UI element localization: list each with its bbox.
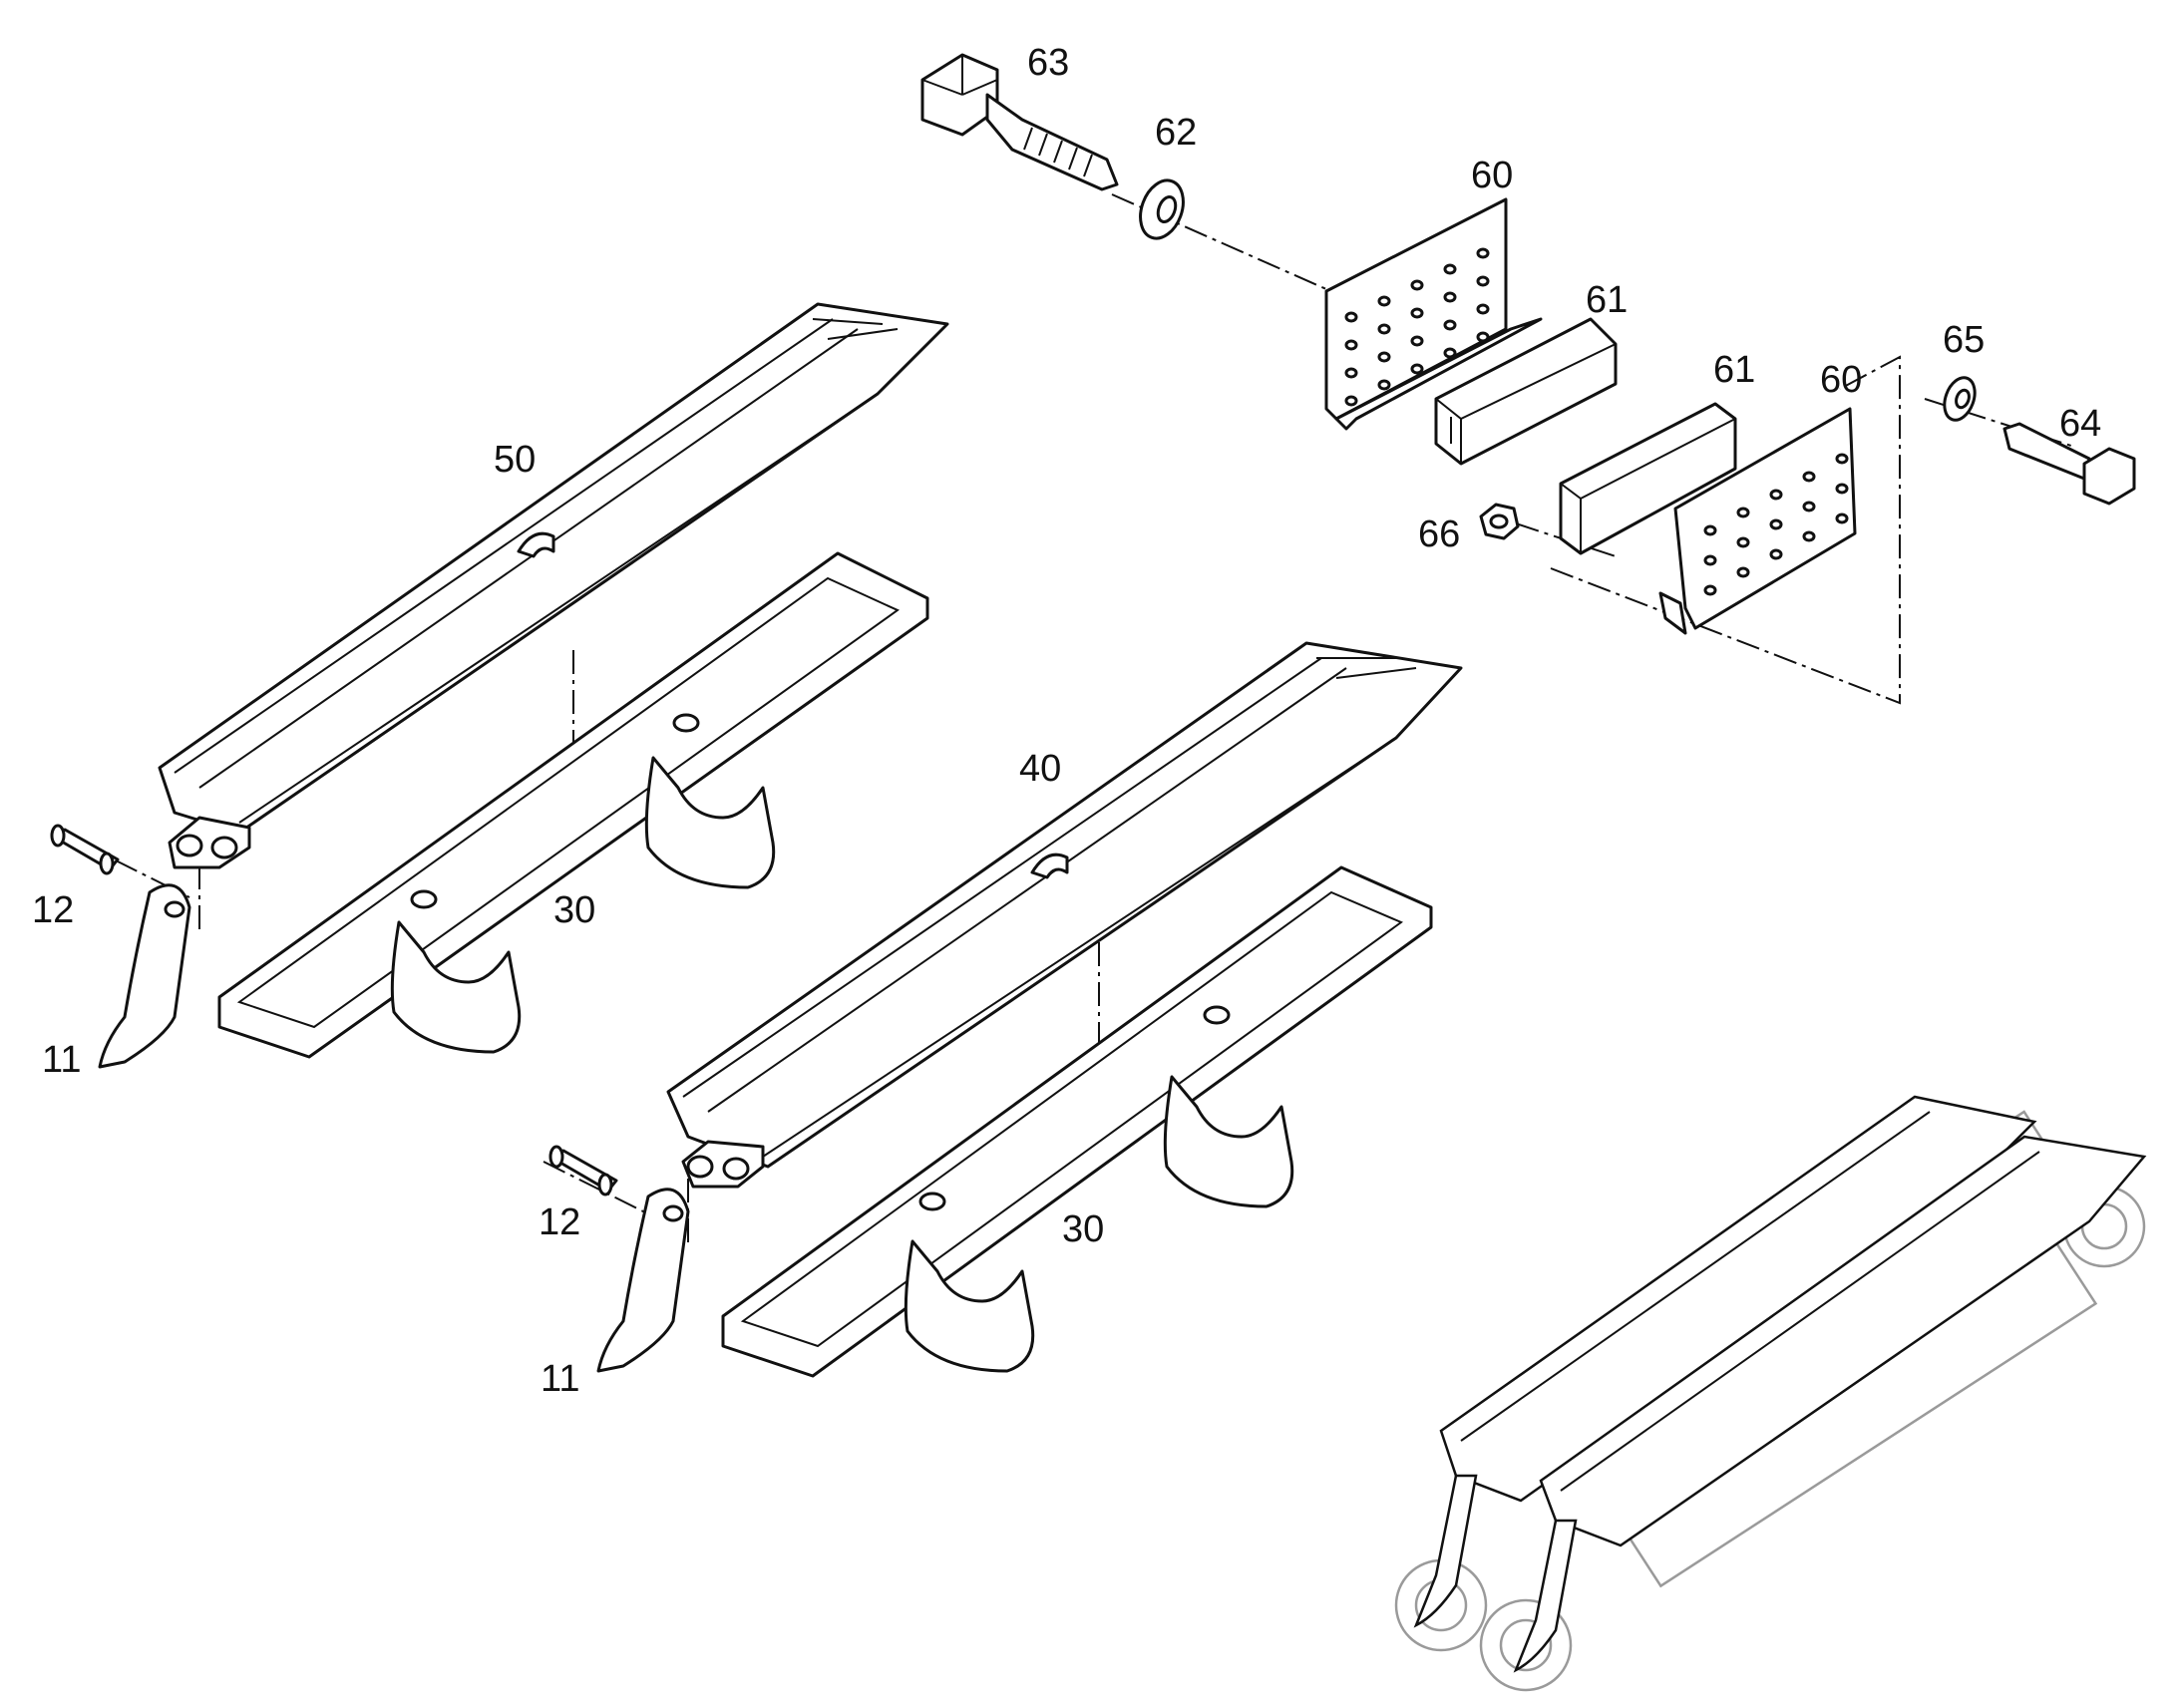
plate-60-lower-holes [1703,453,1849,596]
bolt-hole [1703,584,1717,596]
frame-30-upper [217,551,929,1059]
bolt-hole [1377,323,1391,335]
bolt-hole [1344,395,1358,407]
bolt-hole [1476,275,1490,287]
callout-12-lower: 12 [539,1201,580,1243]
bolt-hole [1476,247,1490,259]
callout-60-upper: 60 [1471,155,1513,196]
bolt-hole [1410,307,1424,319]
callout-12-upper: 12 [32,889,74,931]
bolt-hole [1476,303,1490,315]
callout-61-lower: 61 [1713,349,1755,391]
bolt-hole [1736,566,1750,578]
bolt-hole [1443,291,1457,303]
block-61-upper [1434,317,1618,466]
bolt-hole [1802,530,1816,542]
callout-labels: 63 62 60 61 61 60 65 64 66 50 40 30 30 1… [32,42,2101,1400]
cover-50 [158,302,949,869]
nut-66 [1479,503,1520,540]
bolt-hole [1835,453,1849,465]
plate-60-lower [1658,407,1857,635]
bolt-hole [1377,295,1391,307]
bolt-hole [1835,483,1849,495]
bolt-hole [1736,536,1750,548]
block-61-lower [1559,402,1737,555]
bolt-hole [1476,331,1490,343]
bolt-hole [1769,489,1783,501]
plate-60-upper-holes [1344,247,1490,407]
bolt-63 [920,53,1119,191]
callout-50: 50 [494,439,536,481]
tooth-11-upper [98,883,191,1069]
callout-62: 62 [1155,112,1197,154]
bolt-hole [1377,351,1391,363]
pin-12-upper [50,824,120,875]
bolt-hole [1703,524,1717,536]
callout-65: 65 [1943,319,1985,361]
bolt-hole [1377,379,1391,391]
washer-62 [1139,178,1185,240]
callout-66: 66 [1418,513,1460,555]
frame-30-lower [721,865,1433,1378]
callout-30-upper: 30 [553,889,595,931]
cover-40 [666,641,1463,1189]
bolt-hole [1344,339,1358,351]
bolt-hole [1443,319,1457,331]
bolt-hole [1703,554,1717,566]
callout-64: 64 [2059,403,2101,445]
bolt-hole [1443,263,1457,275]
bolt-hole [1835,512,1849,524]
bolt-hole [1344,367,1358,379]
callout-60-lower: 60 [1820,359,1862,401]
bolt-hole [1344,311,1358,323]
bolt-64 [2002,422,2136,506]
bolt-hole [1410,335,1424,347]
pin-12-lower [548,1145,618,1196]
bolt-hole [1769,548,1783,560]
bolt-hole [1769,518,1783,530]
callout-30-lower: 30 [1062,1208,1104,1250]
assembled-view [1394,1095,2147,1692]
tooth-11-lower [596,1188,690,1373]
callout-40: 40 [1019,748,1061,790]
bolt-hole [1410,279,1424,291]
bolt-hole [1736,507,1750,518]
callout-11-upper: 11 [42,1039,81,1081]
callout-61-upper: 61 [1586,279,1628,321]
bolt-hole [1443,347,1457,359]
callout-63: 63 [1027,42,1069,84]
callout-11-lower: 11 [541,1358,579,1400]
bolt-hole [1802,471,1816,483]
washer-65 [1943,376,1977,422]
bolt-hole [1802,501,1816,512]
bolt-hole [1410,363,1424,375]
